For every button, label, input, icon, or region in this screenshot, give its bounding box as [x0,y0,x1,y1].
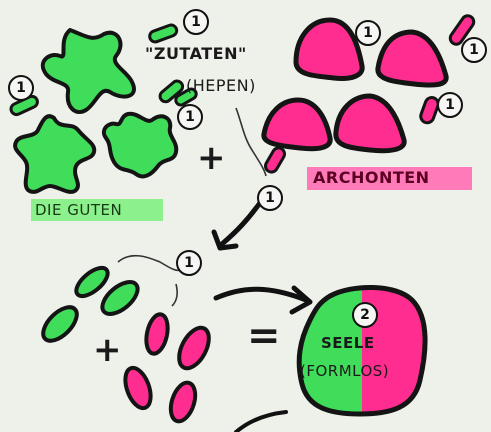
number-badge: 1 [176,250,202,276]
equals-sign: = [247,313,282,359]
hepen-pointer-line [235,107,267,177]
plus-sign-bottom: + [93,330,122,370]
plus-sign-top: + [197,138,226,178]
arrow-right-icon [213,285,313,315]
evil-bean [123,312,211,424]
archonten-label: ARCHONTEN [313,168,430,187]
hepen-label: (HEPEN) [186,76,256,95]
die-guten-highlight [31,199,163,221]
arrow-down-icon [211,197,265,251]
evil-ingredient-pill [264,14,476,174]
archon-shape [261,17,449,154]
number-badge: 1 [8,75,34,101]
number-badge: 1 [437,92,463,118]
number-badge: 2 [352,302,378,328]
good-star-top [40,28,136,114]
archonten-highlight [307,167,472,190]
zutaten-label: "ZUTATEN" [145,44,247,63]
good-star-left [13,114,97,194]
group-brace-line [117,254,183,272]
number-badge: 1 [461,37,487,63]
number-badge: 1 [177,104,203,130]
good-bean [41,265,140,343]
number-badge: 1 [257,185,283,211]
seele-label: SEELE [321,334,375,352]
soul-blob [296,285,428,417]
number-badge: 1 [355,20,381,46]
good-ingredient-pill [9,23,198,117]
formlos-label: (FORMLOS) [300,362,390,380]
number-badge: 1 [183,9,209,35]
good-star-right [101,111,179,179]
die-guten-label: DIE GUTEN [35,201,123,219]
